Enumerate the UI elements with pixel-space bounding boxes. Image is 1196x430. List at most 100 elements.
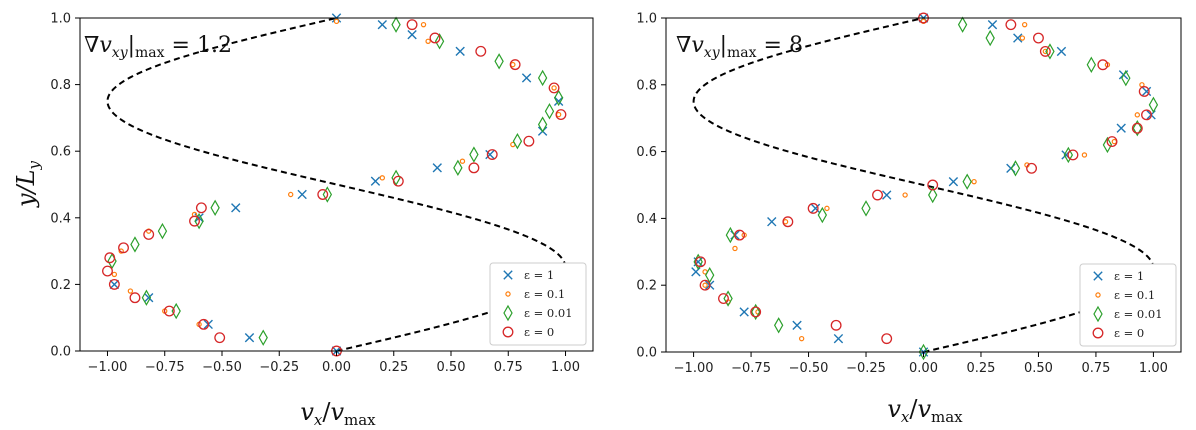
x-axis-title-right-sub-x: x: [901, 408, 910, 426]
y-axis-title: y/Ly: [12, 160, 43, 208]
annotation-right-sub: xy: [704, 45, 721, 61]
point-left-3-7: [118, 242, 129, 254]
x-axis-title-left-v: v: [300, 398, 314, 426]
point-left-2-7: [210, 199, 220, 217]
point-left-0-6: [297, 189, 307, 200]
point-right-3-6: [734, 229, 746, 241]
point-right-1-8: [824, 205, 830, 212]
point-left-2-12: [512, 133, 523, 150]
point-left-3-19: [475, 45, 487, 57]
annotation-left-prefix: ∇v: [84, 33, 112, 58]
point-right-1-3: [702, 282, 708, 288]
point-left-2-2: [141, 289, 152, 306]
point-right-1-14: [1134, 112, 1141, 118]
legend-marker-right-3: [1092, 327, 1104, 339]
point-right-2-11: [1063, 146, 1074, 164]
point-right-2-12: [1102, 136, 1113, 154]
point-left-0-0: [244, 332, 255, 343]
point-right-1-9: [902, 192, 908, 198]
point-left-3-5: [102, 265, 113, 277]
legend-marker-right-1: [1095, 292, 1101, 298]
point-left-1-4: [118, 248, 124, 254]
point-right-1-18: [1019, 35, 1026, 41]
y-tick-label-right-5: 1.0: [636, 12, 657, 27]
point-left-1-15: [420, 21, 427, 28]
point-left-3-15: [523, 135, 535, 147]
point-left-0-11: [553, 96, 564, 106]
point-right-2-14: [1148, 96, 1159, 114]
point-left-2-11: [469, 146, 479, 163]
point-left-3-8: [143, 228, 155, 240]
x-axis-title-left-sub-x: x: [314, 411, 323, 429]
x-tick-label-right-2: −0.50: [789, 361, 829, 376]
point-left-0-2: [144, 293, 154, 303]
annotation-right-prefix: ∇v: [676, 33, 704, 58]
x-tick-label-left-4: 0.00: [322, 360, 351, 375]
point-right-3-10: [927, 179, 939, 191]
legend-left: ε = 1ε = 0.1ε = 0.01ε = 0: [489, 262, 587, 346]
point-right-3-2: [750, 306, 762, 318]
legend-marker-right-2: [1093, 305, 1103, 323]
point-left-3-2: [163, 305, 175, 317]
x-axis-title-left-slash: /: [322, 398, 331, 426]
point-right-3-11: [1026, 162, 1038, 174]
point-right-3-5: [695, 256, 706, 268]
point-left-2-16: [537, 69, 548, 87]
legend-right: ε = 1ε = 0.1ε = 0.01ε = 0: [1079, 263, 1177, 347]
legend-marker-left-2: [503, 304, 513, 322]
x-tick-label-left-6: 0.50: [437, 360, 466, 375]
point-left-3-1: [198, 318, 210, 330]
point-left-0-9: [485, 149, 495, 160]
point-left-3-3: [129, 292, 141, 304]
point-left-1-3: [111, 271, 118, 278]
point-right-2-5: [725, 226, 736, 244]
point-right-3-9: [872, 189, 883, 201]
x-tick-label-left-5: 0.25: [379, 360, 408, 375]
point-right-2-0: [773, 317, 784, 334]
y-tick-label-right-0: 0.0: [636, 346, 657, 361]
point-left-2-14: [544, 103, 555, 120]
point-left-1-14: [425, 38, 431, 45]
point-right-0-7: [767, 217, 777, 227]
point-left-2-19: [391, 16, 401, 33]
point-left-2-6: [194, 212, 204, 230]
annotation-left-value: = 1.2: [165, 33, 232, 58]
annotation-left-bar: |: [128, 33, 135, 58]
series-right-3: [695, 12, 1152, 345]
point-right-1-5: [732, 245, 738, 252]
point-left-2-15: [553, 89, 564, 107]
point-right-2-9: [962, 173, 972, 190]
y-tick-label-left-5: 1.0: [50, 12, 71, 27]
legend-box-right: [1079, 263, 1177, 347]
annotation-right-value: = 8: [757, 33, 803, 58]
point-right-0-15: [1141, 86, 1152, 97]
point-left-0-12: [521, 73, 532, 83]
point-left-1-7: [287, 191, 294, 198]
point-left-3-20: [429, 32, 441, 44]
x-tick-label-right-0: −1.00: [674, 361, 714, 376]
point-right-2-17: [1045, 43, 1055, 60]
x-tick-label-right-8: 1.00: [1139, 361, 1168, 376]
legend-label-right-2: ε = 0.01: [1114, 307, 1163, 321]
series-right-2: [693, 16, 1159, 361]
point-right-3-19: [1033, 32, 1044, 44]
series-left-3: [102, 19, 567, 357]
x-tick-label-right-3: −0.25: [846, 361, 886, 376]
point-left-1-9: [459, 158, 466, 164]
point-right-0-8: [810, 203, 821, 214]
y-tick-label-left-0: 0.0: [50, 345, 71, 360]
point-left-3-4: [108, 278, 120, 290]
legend-marker-left-0: [503, 270, 513, 280]
point-right-2-6: [817, 206, 828, 224]
point-left-2-0: [258, 329, 268, 346]
x-tick-label-left-7: 0.75: [494, 360, 523, 375]
point-left-0-7: [370, 176, 381, 186]
point-left-0-13: [455, 46, 465, 56]
y-axis-title-sub: y: [25, 160, 43, 170]
x-tick-label-right-6: 0.50: [1024, 361, 1053, 376]
x-axis-title-right-v2: v: [917, 395, 931, 423]
point-right-0-1: [792, 320, 802, 330]
point-left-0-14: [407, 29, 417, 40]
